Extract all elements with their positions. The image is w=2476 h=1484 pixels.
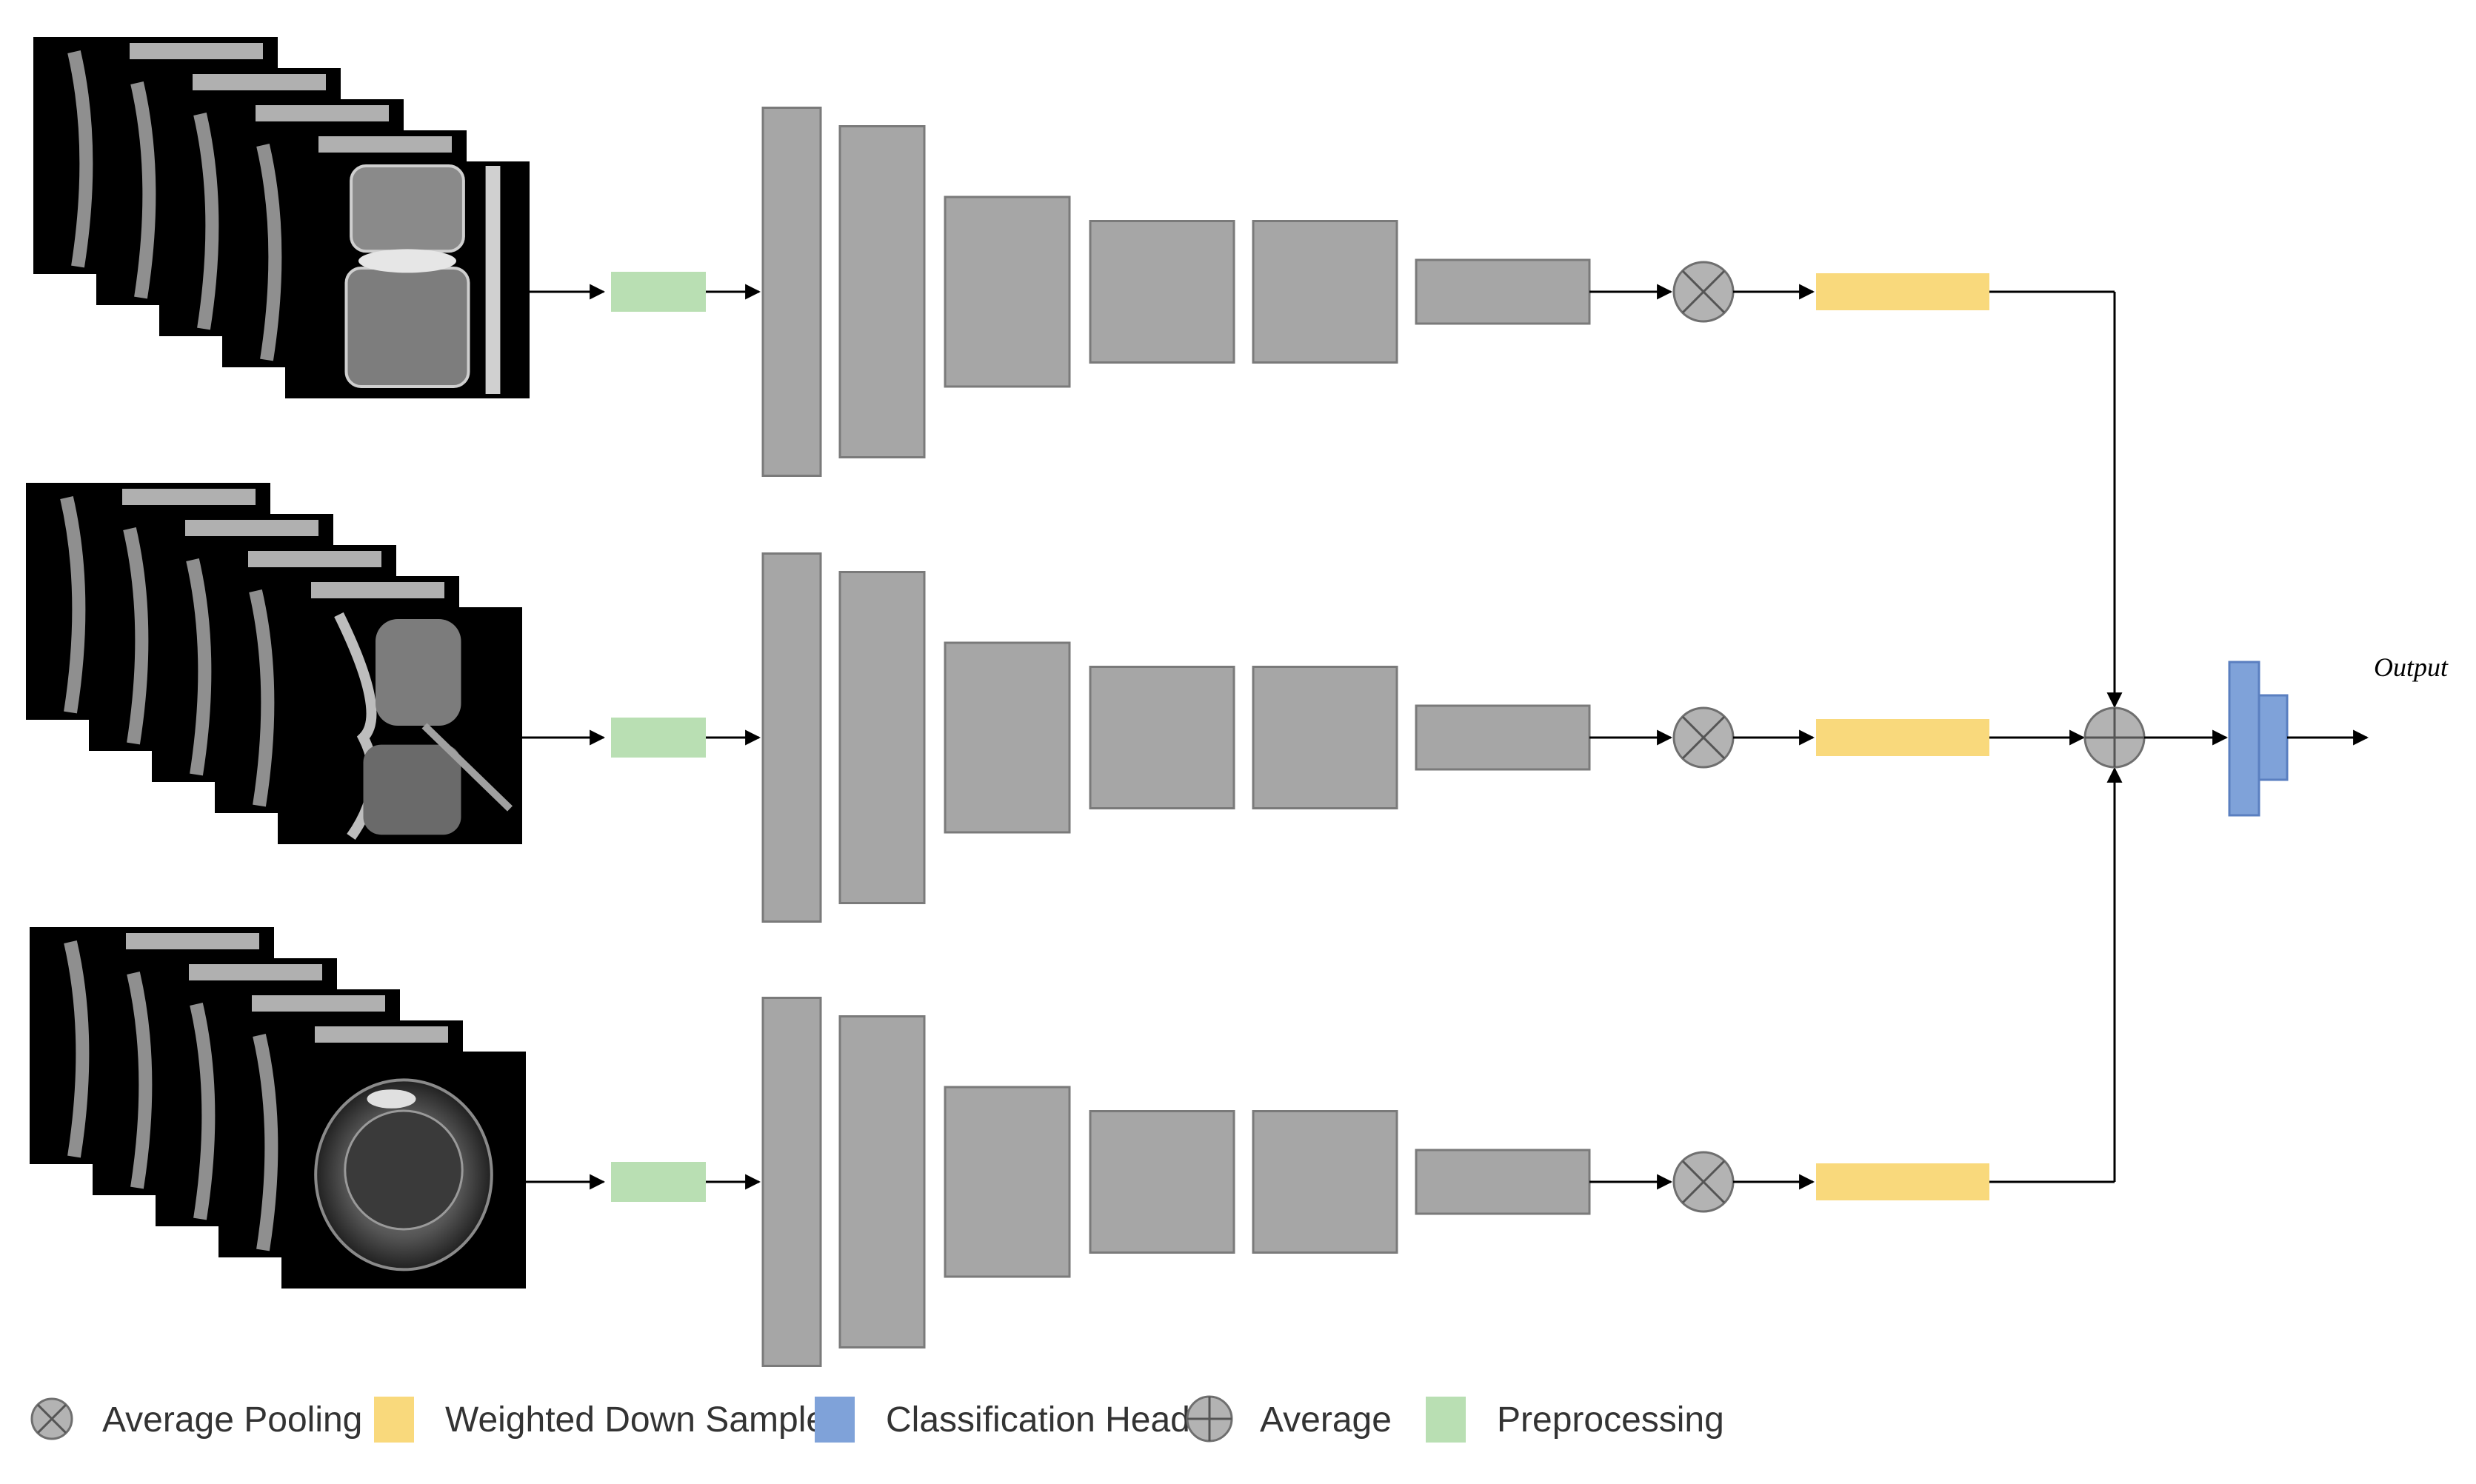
- legend-item-head: Classification Head: [815, 1397, 1190, 1443]
- blue-square-icon: [815, 1397, 855, 1443]
- circle-plus-icon: [1186, 1395, 1233, 1443]
- backbone-layer-4: [1089, 1110, 1235, 1254]
- backbone-layer-3: [944, 195, 1071, 388]
- backbone-layer-2: [838, 571, 926, 904]
- backbone-layer-1: [761, 997, 822, 1367]
- mri-front-slice: [281, 1052, 526, 1289]
- preprocessing-block: [611, 718, 706, 758]
- branch-sagittal: [26, 483, 1989, 923]
- backbone-layer-4: [1089, 220, 1235, 364]
- average-node: [2083, 706, 2146, 769]
- branch-axial: [30, 927, 1989, 1367]
- backbone-layer-3: [944, 1086, 1071, 1278]
- legend-item-wds: Weighted Down Sample: [374, 1397, 826, 1443]
- branches-layer: [26, 37, 1989, 1367]
- legend-item-pooling: Average Pooling: [30, 1397, 362, 1440]
- mri-slice-stack: [33, 37, 530, 398]
- backbone-layer-3: [944, 641, 1071, 834]
- weighted-down-sample-block: [1816, 273, 1989, 310]
- backbone-layer-2: [838, 125, 926, 458]
- backbone-layer-1: [761, 107, 822, 477]
- legend-label-pooling: Average Pooling: [102, 1400, 362, 1440]
- backbone-layer-1: [761, 552, 822, 923]
- yellow-square-icon: [374, 1397, 414, 1443]
- average-pooling-node: [1672, 706, 1735, 769]
- mri-slice-stack: [30, 927, 526, 1289]
- mri-slice-stack: [26, 483, 522, 844]
- merge-layer: [1989, 290, 2369, 1183]
- legend-label-head: Classification Head: [886, 1400, 1190, 1440]
- backbone-layer-6: [1415, 1149, 1591, 1215]
- backbone-layer-4: [1089, 666, 1235, 809]
- legend-item-prep: Preprocessing: [1426, 1397, 1724, 1443]
- legend: Average Pooling Weighted Down Sample Class…: [30, 1395, 1724, 1443]
- weighted-down-sample-block: [1816, 1163, 1989, 1200]
- mri-front-slice: [278, 607, 522, 844]
- backbone-layer-2: [838, 1015, 926, 1348]
- green-square-icon: [1426, 1397, 1466, 1443]
- legend-label-prep: Preprocessing: [1497, 1400, 1724, 1440]
- average-pooling-node: [1672, 1151, 1735, 1213]
- backbone-layer-6: [1415, 704, 1591, 771]
- weighted-down-sample-block: [1816, 719, 1989, 756]
- legend-label-average: Average: [1260, 1400, 1392, 1440]
- branch-coronal: [33, 37, 1989, 477]
- mri-front-slice: [285, 161, 530, 398]
- circle-times-icon: [30, 1397, 73, 1440]
- backbone-layer-5: [1252, 220, 1398, 364]
- preprocessing-block: [611, 272, 706, 312]
- backbone-layer-5: [1252, 666, 1398, 809]
- preprocessing-block: [611, 1162, 706, 1202]
- classification-head: [2228, 661, 2289, 817]
- backbone-layer-5: [1252, 1110, 1398, 1254]
- average-pooling-node: [1672, 261, 1735, 323]
- legend-label-wds: Weighted Down Sample: [445, 1400, 826, 1440]
- backbone-layer-6: [1415, 258, 1591, 325]
- legend-item-average: Average: [1186, 1395, 1392, 1443]
- output-label: Output: [2374, 652, 2449, 682]
